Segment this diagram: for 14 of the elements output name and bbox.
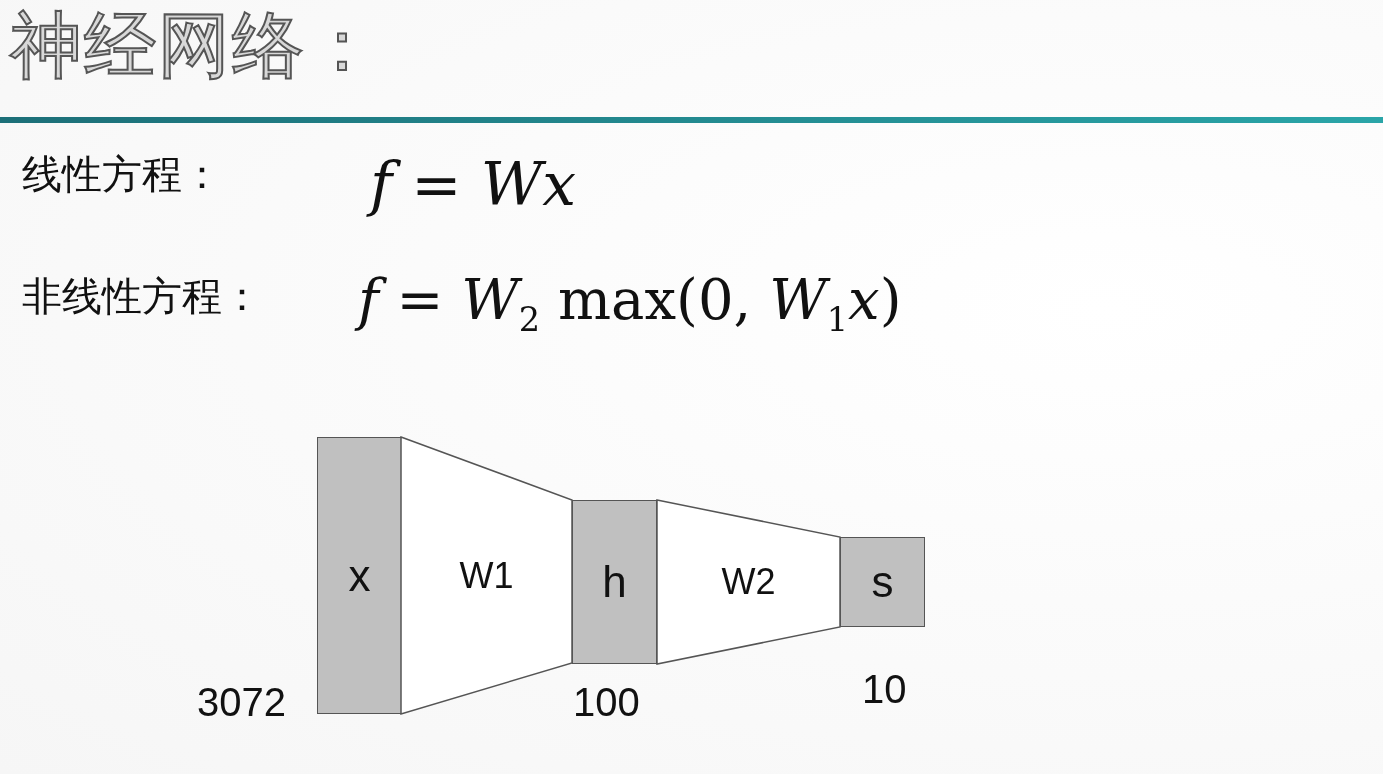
layer-label: W1 — [459, 554, 514, 597]
layer-label: x — [348, 550, 371, 601]
layer-label: W2 — [721, 561, 776, 603]
title: 神经网络： — [10, 6, 380, 86]
dimension-label: 10 — [862, 667, 907, 712]
dimension-label: 3072 — [197, 680, 286, 725]
layer-label: h — [602, 557, 627, 607]
layer-box — [572, 500, 657, 664]
layer-label: s — [871, 557, 894, 607]
label-text: 非线性方程： — [22, 272, 262, 320]
label-text: 线性方程： — [22, 150, 222, 198]
layer-box — [840, 537, 925, 627]
dimension-label: 100 — [573, 680, 640, 725]
layer-box — [317, 437, 402, 714]
